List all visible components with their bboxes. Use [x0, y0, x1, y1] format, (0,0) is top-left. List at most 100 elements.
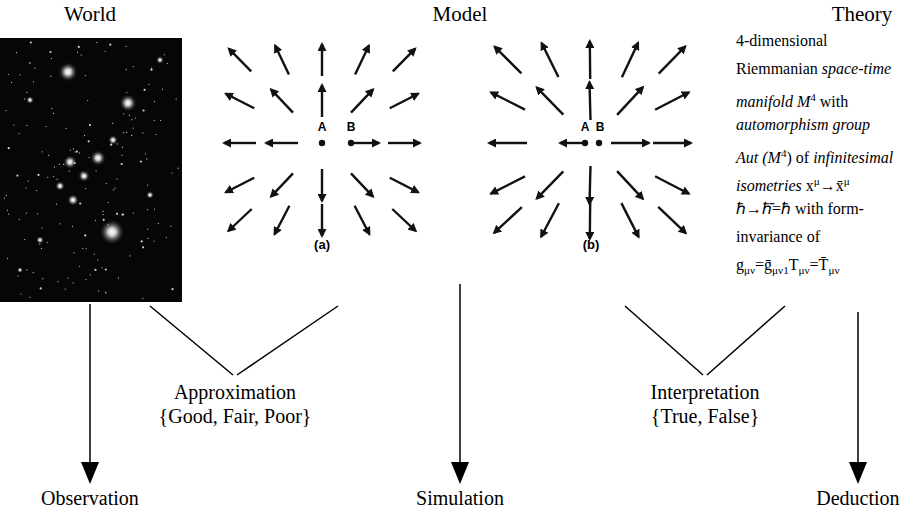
- star: [110, 144, 112, 146]
- field-arrow: [228, 209, 251, 231]
- field-arrow: [271, 173, 293, 196]
- field-arrow: [355, 206, 370, 234]
- theory-text: →x̄: [820, 177, 844, 194]
- theory-text: T: [789, 256, 799, 273]
- star: [6, 195, 7, 196]
- theory-text: 4: [781, 147, 787, 159]
- star: [70, 150, 71, 151]
- field-arrow: [491, 176, 525, 193]
- star: [13, 124, 14, 125]
- column-heading: World: [64, 2, 116, 26]
- star: [30, 41, 32, 43]
- figure-label: (b): [583, 238, 600, 253]
- star: [24, 98, 25, 99]
- star: [94, 269, 96, 271]
- star: [19, 133, 20, 134]
- star: [74, 162, 76, 164]
- star: [154, 120, 155, 121]
- relation-values: {True, False}: [651, 405, 759, 428]
- star: [40, 287, 42, 289]
- star: [5, 110, 6, 111]
- star: [63, 164, 64, 165]
- field-arrow: [537, 87, 564, 114]
- star: [126, 69, 127, 70]
- star: [84, 234, 86, 236]
- star: [133, 212, 134, 213]
- star: [81, 55, 82, 56]
- star: [116, 213, 118, 215]
- star: [146, 158, 147, 159]
- star: [121, 163, 123, 165]
- theory-text: μν: [744, 264, 755, 276]
- relation-values: {Good, Fair, Poor}: [159, 405, 312, 428]
- field-arrow: [542, 43, 559, 77]
- field-arrow: [351, 173, 373, 196]
- star: [79, 266, 80, 267]
- relation-label: Interpretation: [651, 381, 760, 404]
- field-arrow: [229, 49, 251, 72]
- star: [8, 74, 9, 75]
- theory-text: ): [786, 149, 791, 166]
- field-arrow: [489, 142, 527, 144]
- star: [89, 124, 91, 126]
- star: [156, 134, 157, 135]
- star: [98, 291, 99, 292]
- theory-text: g: [736, 256, 744, 273]
- star: [33, 81, 34, 82]
- star: [123, 132, 124, 133]
- star: [7, 210, 8, 211]
- star: [97, 259, 98, 260]
- star: [147, 185, 148, 186]
- field-arrow: [653, 142, 691, 144]
- star: [123, 113, 124, 114]
- theory-text: with: [820, 93, 848, 110]
- star: [51, 108, 52, 109]
- relation-label: Approximation: [174, 381, 296, 404]
- star: [19, 74, 20, 75]
- field-arrow: [589, 41, 592, 79]
- star: [79, 202, 81, 204]
- star: [140, 160, 142, 162]
- star: [142, 246, 144, 248]
- star: [85, 188, 86, 189]
- field-arrow: [590, 82, 591, 120]
- star: [126, 46, 127, 47]
- theory-line: Riemmanianspace-time: [736, 58, 891, 80]
- star: [147, 229, 148, 230]
- star: [87, 100, 88, 101]
- star: [39, 244, 40, 245]
- star: [54, 166, 55, 167]
- star: [154, 241, 155, 242]
- star: [73, 282, 74, 283]
- star: [143, 109, 145, 111]
- star: [96, 170, 97, 171]
- point-label: B: [596, 121, 605, 135]
- field-arrow: [393, 49, 415, 72]
- star: [116, 179, 117, 180]
- star: [30, 62, 31, 63]
- star: [50, 76, 51, 77]
- star: [65, 289, 66, 290]
- star: [129, 115, 130, 116]
- theory-text: μ: [844, 175, 850, 187]
- star: [70, 69, 71, 70]
- star: [48, 155, 49, 156]
- star: [67, 277, 68, 278]
- star: [170, 226, 171, 227]
- star: [101, 267, 102, 268]
- star: [154, 209, 155, 210]
- star: [85, 279, 86, 280]
- field-arrow: [611, 142, 649, 144]
- star: [77, 52, 78, 53]
- star: [94, 254, 95, 255]
- star: [85, 75, 86, 76]
- point-label: A: [318, 121, 327, 135]
- star: [164, 54, 165, 55]
- star: [57, 179, 58, 180]
- star: [28, 181, 29, 182]
- star: [131, 135, 132, 136]
- star: [47, 177, 48, 178]
- outcome-label: Deduction: [816, 487, 899, 510]
- star: [59, 223, 60, 224]
